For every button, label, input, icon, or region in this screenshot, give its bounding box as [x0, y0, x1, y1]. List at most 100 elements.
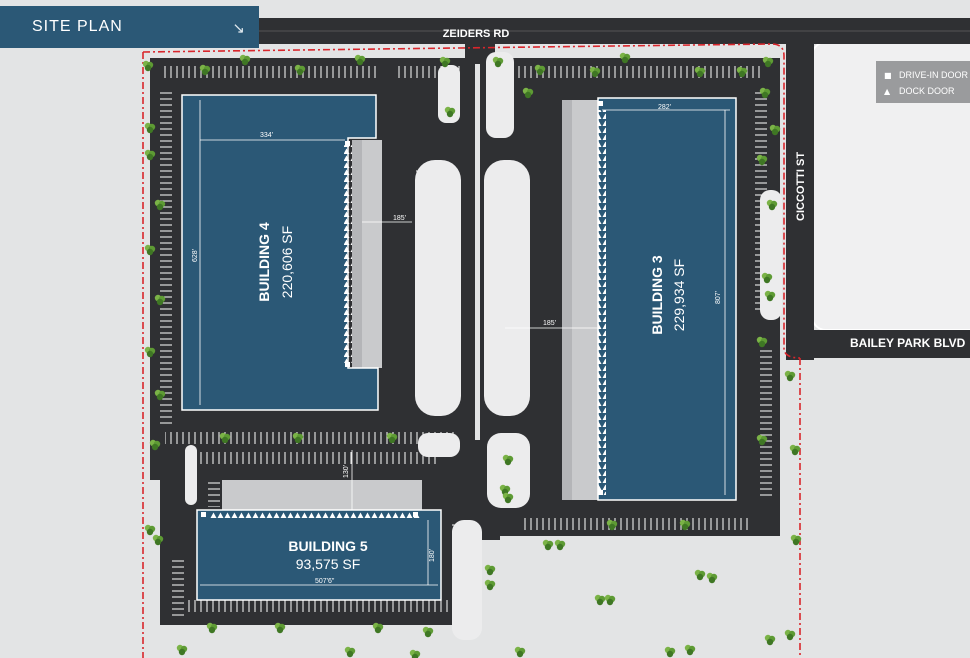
tree-icon [484, 564, 496, 576]
tree-icon [759, 87, 771, 99]
tree-icon [144, 149, 156, 161]
building-3-width-dim: 282' [658, 104, 671, 111]
tree-icon [604, 594, 616, 606]
tree-icon [219, 432, 231, 444]
tree-icon [144, 244, 156, 256]
property-boundary [142, 43, 801, 658]
zeiders-rd-label: ZEIDERS RD [443, 28, 510, 40]
tree-icon [756, 336, 768, 348]
tree-icon [176, 644, 188, 656]
ciccotti-st-label: CICCOTTI ST [795, 152, 807, 221]
tree-icon [144, 346, 156, 358]
tree-icon [409, 649, 421, 658]
legend-item-dock-door: ▲ DOCK DOOR [884, 83, 970, 99]
tree-icon [790, 534, 802, 546]
tree-icon [502, 492, 514, 504]
building-5-name: BUILDING 5 [288, 538, 368, 554]
map-legend: ■ DRIVE-IN DOOR ▲ DOCK DOOR [876, 61, 970, 103]
building-3-depth-dim: 807' [715, 291, 722, 304]
tree-icon [762, 56, 774, 68]
building-5-depth-dim: 180' [429, 549, 436, 562]
bailey-park-boulevard [786, 330, 970, 358]
drive-in-door-markers [201, 101, 603, 517]
tree-icon [206, 622, 218, 634]
site-plan-header[interactable]: SITE PLAN ↘ [0, 6, 259, 48]
legend-label: DRIVE-IN DOOR [899, 70, 969, 80]
building-3-truck-court-dim: 185' [543, 320, 556, 327]
building-5-width-dim: 507'6" [315, 578, 335, 585]
tree-icon [354, 54, 366, 66]
building-3 [505, 97, 737, 501]
tree-icon [534, 64, 546, 76]
bailey-park-blvd-label: BAILEY PARK BLVD [850, 336, 966, 350]
tree-icon [149, 439, 161, 451]
tree-icon [784, 629, 796, 641]
tree-icon [492, 56, 504, 68]
tree-icon [152, 534, 164, 546]
building-4-area: 220,606 SF [279, 226, 295, 298]
building-4-width-dim: 334' [260, 132, 273, 139]
tree-icon [594, 594, 606, 606]
tree-icon [372, 622, 384, 634]
tree-icon [154, 199, 166, 211]
tree-icon [386, 432, 398, 444]
tree-icon [764, 290, 776, 302]
tree-icon [764, 634, 776, 646]
tree-icon [502, 454, 514, 466]
building-5-area: 93,575 SF [296, 556, 361, 572]
tree-icon [542, 539, 554, 551]
tree-icon [694, 569, 706, 581]
tree-icon [761, 272, 773, 284]
triangle-icon: ▲ [884, 86, 891, 96]
building-4-depth-dim: 628' [192, 249, 199, 262]
tree-icon [422, 626, 434, 638]
tree-icon [292, 432, 304, 444]
square-icon: ■ [884, 70, 892, 80]
tree-icon [784, 370, 796, 382]
building-3-area: 229,934 SF [671, 259, 687, 331]
arrow-down-right-icon: ↘ [232, 19, 245, 37]
tree-icon [484, 579, 496, 591]
tree-icon [706, 572, 718, 584]
tree-icon [239, 54, 251, 66]
tree-icon [344, 646, 356, 658]
site-plan-title: SITE PLAN [32, 18, 123, 35]
legend-item-drive-in-door: ■ DRIVE-IN DOOR [884, 67, 970, 83]
tree-icon [522, 87, 534, 99]
tree-icon [589, 66, 601, 78]
tree-icon [766, 199, 778, 211]
tree-icon [554, 539, 566, 551]
landscape-trees [142, 52, 802, 658]
tree-icon [144, 122, 156, 134]
building-4 [181, 94, 412, 411]
tree-icon [736, 66, 748, 78]
building-4-truck-court-dim: 185' [393, 215, 406, 222]
tree-icon [154, 294, 166, 306]
tree-icon [142, 60, 154, 72]
tree-icon [606, 519, 618, 531]
building-5-truck-court-dim: 130' [343, 465, 350, 478]
tree-icon [694, 66, 706, 78]
tree-icon [684, 644, 696, 656]
tree-icon [789, 444, 801, 456]
tree-icon [679, 519, 691, 531]
tree-icon [444, 106, 456, 118]
tree-icon [619, 52, 631, 64]
ciccotti-street [786, 30, 814, 360]
landscape-islands [185, 52, 782, 640]
tree-icon [274, 622, 286, 634]
legend-label: DOCK DOOR [899, 86, 955, 96]
tree-icon [294, 64, 306, 76]
building-3-name: BUILDING 3 [649, 255, 665, 335]
tree-icon [756, 434, 768, 446]
tree-icon [664, 646, 676, 658]
building-4-name: BUILDING 4 [256, 222, 272, 302]
tree-icon [769, 124, 781, 136]
tree-icon [514, 646, 526, 658]
tree-icon [199, 64, 211, 76]
tree-icon [144, 524, 156, 536]
tree-icon [154, 389, 166, 401]
tree-icon [439, 56, 451, 68]
building-5 [196, 450, 442, 601]
